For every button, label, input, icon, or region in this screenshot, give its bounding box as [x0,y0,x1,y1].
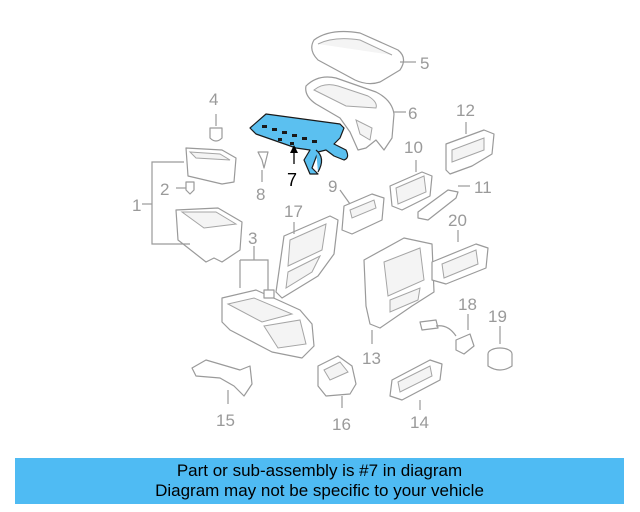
banner-line-2: Diagram may not be specific to your vehi… [155,481,484,500]
callout-5: 5 [420,54,429,73]
callout-12: 12 [456,101,475,120]
part-3-clip[interactable] [263,289,275,299]
part-5-armrest-lid[interactable] [311,30,405,85]
part-17-lattice-panel[interactable] [275,215,339,299]
callout-9: 9 [328,177,337,196]
part-12-vent-assembly[interactable] [445,129,495,175]
part-3-console-frame[interactable] [221,289,315,359]
callout-1: 1 [132,196,141,215]
callout-17: 17 [284,202,303,221]
callout-3: 3 [248,229,257,248]
part-2-bolt[interactable] [185,181,195,195]
part-18-connector[interactable] [419,319,475,355]
part-1-cup-holder[interactable] [185,147,237,185]
part-16-box[interactable] [317,355,357,397]
part-8-push-pin[interactable] [257,151,269,169]
banner-line-1: Part or sub-assembly is #7 in diagram [176,461,463,480]
callout-6: 6 [408,104,417,123]
callout-8: 8 [256,185,265,204]
callout-18: 18 [458,295,477,314]
callout-4: 4 [209,90,218,109]
part-14-tray[interactable] [389,359,443,401]
part-11-lid-plate[interactable] [417,189,459,221]
callout-19: 19 [488,307,507,326]
callout-20: 20 [448,211,467,230]
part-20-rear-vent[interactable] [431,243,489,285]
callout-7: 7 [287,170,297,190]
part-19-socket[interactable] [487,347,513,371]
part-13-rear-panel[interactable] [363,237,435,329]
part-4-clip[interactable] [209,127,223,142]
part-10-cover-panel[interactable] [389,171,433,211]
callout-11: 11 [474,178,492,197]
info-banner: Part or sub-assembly is #7 in diagram Di… [15,458,624,504]
part-7-highlighted-bracket[interactable] [249,113,349,175]
callout-16: 16 [332,415,351,434]
part-9-switch-panel[interactable] [341,193,385,235]
callout-14: 14 [410,413,429,432]
part-6-console-upper[interactable] [305,76,395,151]
part-1-storage-tray[interactable] [175,207,243,263]
callout-10: 10 [404,138,423,157]
callout-15: 15 [216,411,235,430]
part-15-bracket[interactable] [191,359,253,397]
parts-diagram: 5 6 7 4 2 1 [132,30,513,434]
callout-2: 2 [160,180,169,199]
callout-13: 13 [362,349,381,368]
